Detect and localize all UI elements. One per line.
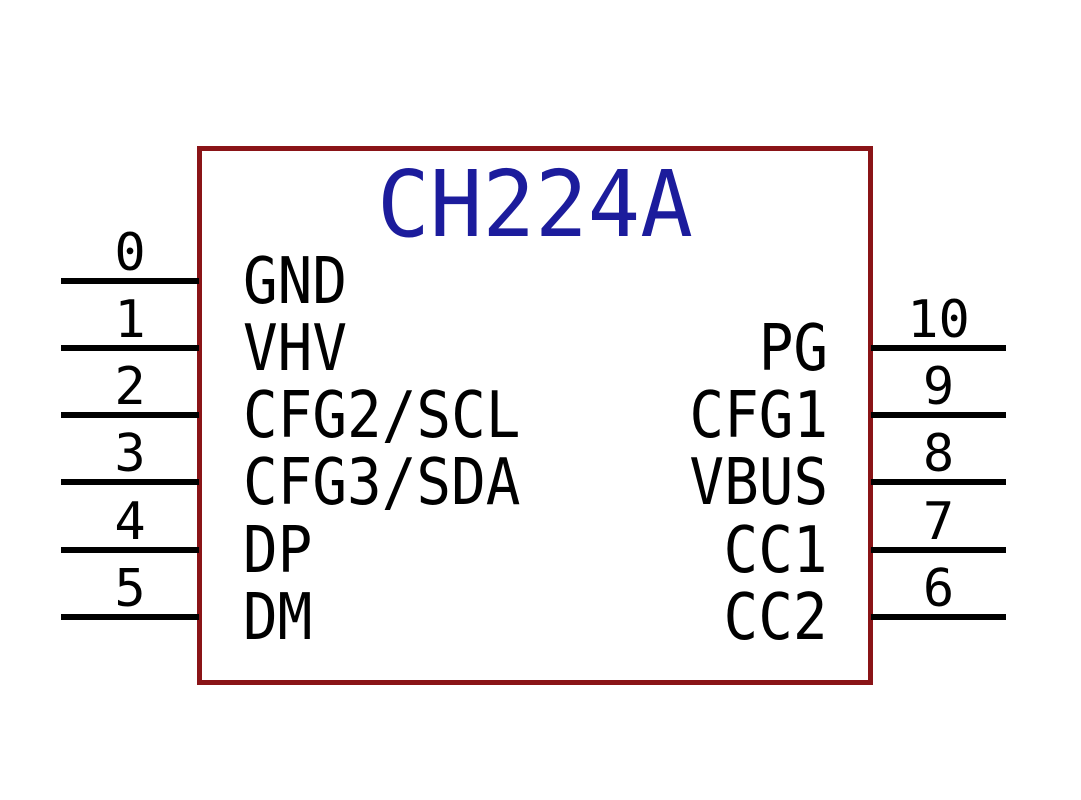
pin-wire — [871, 614, 1006, 620]
pin-number: 10 — [907, 290, 970, 350]
pin-wire — [61, 479, 199, 485]
pin-number: 4 — [114, 492, 146, 552]
pin-wire — [871, 412, 1006, 418]
pin-number: 7 — [922, 492, 955, 552]
pin-label: PG — [758, 312, 828, 386]
pin-label: CFG2/SCL — [243, 379, 521, 453]
pin-number: 1 — [114, 290, 146, 350]
pin-label: VBUS — [689, 446, 828, 520]
pin-label: CFG1 — [689, 379, 828, 453]
pin-wire — [871, 547, 1006, 553]
pin-number: 2 — [114, 357, 146, 417]
pin-label: DP — [243, 514, 313, 588]
pin-wire — [61, 412, 199, 418]
pin-number: 8 — [922, 424, 955, 484]
pin-label: GND — [243, 245, 348, 319]
chip-title: CH224A — [377, 151, 693, 258]
pin-label: CC2 — [723, 581, 828, 655]
pin-label: CFG3/SDA — [243, 446, 521, 520]
pin-wire — [871, 345, 1006, 351]
chip-body-outline — [197, 146, 873, 685]
pin-label: CC1 — [723, 514, 828, 588]
pin-wire — [61, 278, 199, 284]
pin-label: VHV — [243, 312, 348, 386]
pin-number: 5 — [114, 559, 146, 619]
pin-wire — [61, 345, 199, 351]
pin-wire — [61, 547, 199, 553]
pin-number: 9 — [922, 357, 955, 417]
pin-wire — [61, 614, 199, 620]
pin-number: 0 — [114, 223, 146, 283]
pin-label: DM — [243, 581, 313, 655]
pin-number: 6 — [922, 559, 955, 619]
pin-wire — [871, 479, 1006, 485]
pin-number: 3 — [114, 424, 146, 484]
